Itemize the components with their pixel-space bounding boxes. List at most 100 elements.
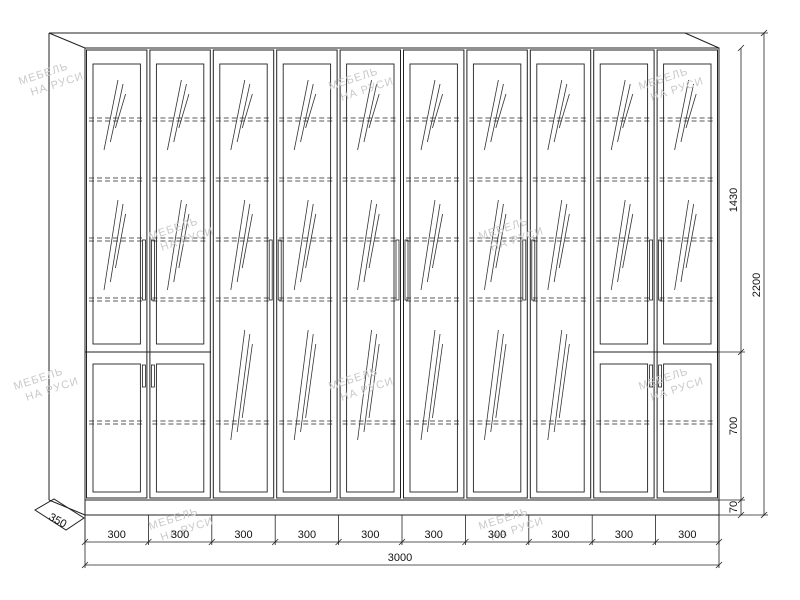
glass-reflection xyxy=(685,93,697,129)
plinth-height-label: 70 xyxy=(728,501,740,513)
lower-height-label: 700 xyxy=(728,417,740,435)
glass-reflection xyxy=(300,333,314,433)
glass-reflection xyxy=(103,79,119,151)
glass-reflection xyxy=(553,83,568,143)
glass-reflection xyxy=(305,213,317,269)
door-width-label: 300 xyxy=(425,529,443,541)
glass-reflection xyxy=(363,333,378,433)
cabinet-side xyxy=(48,32,720,516)
door-handle xyxy=(522,239,527,301)
total-width-label: 3000 xyxy=(388,552,412,564)
dimension-tick xyxy=(335,538,342,546)
glass-reflection xyxy=(115,213,126,269)
door-handle xyxy=(268,239,273,301)
door-panel xyxy=(593,49,655,499)
glass-reflection xyxy=(426,333,441,433)
glass-reflection xyxy=(680,83,695,143)
glass-reflection xyxy=(495,343,507,419)
glass-reflection xyxy=(553,203,568,283)
door-handle xyxy=(658,239,662,301)
door-handle xyxy=(531,239,536,301)
door-panel xyxy=(403,49,465,499)
dimension-tick xyxy=(525,538,533,546)
glass-panel xyxy=(219,63,268,493)
glass-reflection xyxy=(293,199,309,291)
watermark: МЕБЕЛЬ НА РУСИ МЕБЕЛЬ НА РУСИ МЕБЕЛЬ НА … xyxy=(12,61,705,544)
lower-door-panel xyxy=(92,363,141,493)
glass-reflection xyxy=(617,83,631,143)
glass-reflection xyxy=(241,213,253,269)
glass-reflection xyxy=(293,329,309,441)
door-handle xyxy=(649,364,653,388)
glass-reflection xyxy=(368,343,380,419)
glass-reflection xyxy=(357,329,372,441)
door-handle xyxy=(150,364,155,388)
glass-reflection xyxy=(558,343,570,419)
glass-reflection xyxy=(167,199,182,291)
door-panel xyxy=(339,49,402,499)
glass-reflection xyxy=(558,213,570,269)
doors xyxy=(86,49,718,499)
glass-reflection xyxy=(230,79,246,151)
dimension-tick xyxy=(81,561,89,569)
door-width-label: 300 xyxy=(551,529,569,541)
glass-reflection xyxy=(368,93,380,129)
glass-reflection xyxy=(368,213,380,269)
glass-reflection xyxy=(490,83,504,143)
glass-reflection xyxy=(236,83,251,143)
dimension-tick xyxy=(652,538,659,546)
glass-reflection xyxy=(300,203,314,283)
dimension-tick xyxy=(462,538,469,546)
door-width-label: 300 xyxy=(615,529,633,541)
glass-reflection xyxy=(685,213,697,269)
glass-reflection xyxy=(484,199,499,291)
glass-reflection xyxy=(426,83,441,143)
glass-reflection xyxy=(547,199,563,291)
door-panel xyxy=(212,49,275,499)
door-panel xyxy=(466,49,528,499)
glass-reflection xyxy=(115,93,126,129)
glass-panel xyxy=(92,63,141,345)
glass-reflection xyxy=(305,343,317,419)
glass-panel xyxy=(599,63,649,345)
dimension-tick xyxy=(715,561,723,569)
glass-reflection xyxy=(109,83,124,143)
glass-reflection xyxy=(420,329,436,441)
door-panel xyxy=(656,49,718,499)
dimension-tick xyxy=(81,538,89,546)
glass-reflection xyxy=(495,93,507,129)
dimension-tick xyxy=(271,538,279,546)
door-width-label: 300 xyxy=(678,529,696,541)
glass-reflection xyxy=(241,343,253,419)
glass-reflection xyxy=(305,93,317,129)
glass-reflection xyxy=(484,79,499,151)
total-height-label: 2200 xyxy=(751,273,763,297)
dimension-tick xyxy=(208,538,216,546)
lower-door-panel xyxy=(155,363,205,493)
glass-reflection xyxy=(230,199,246,291)
door-width-label: 300 xyxy=(361,529,379,541)
glass-reflection xyxy=(300,83,314,143)
glass-reflection xyxy=(674,199,689,291)
glass-reflection xyxy=(432,213,443,269)
door-handle xyxy=(277,239,282,301)
glass-reflection xyxy=(178,213,190,269)
glass-panel xyxy=(155,63,205,345)
glass-reflection xyxy=(167,79,182,151)
glass-reflection xyxy=(173,83,187,143)
glass-reflection xyxy=(426,203,441,283)
lower-door-panel xyxy=(599,363,649,493)
glass-panel xyxy=(346,63,395,493)
glass-reflection xyxy=(230,329,246,441)
glass-reflection xyxy=(109,203,124,283)
door-handle xyxy=(395,239,400,301)
glass-reflection xyxy=(363,83,378,143)
glass-reflection xyxy=(547,329,563,441)
dimension-tick xyxy=(715,538,723,546)
door-width-label: 300 xyxy=(298,529,316,541)
glass-reflection xyxy=(490,203,504,283)
bottom-dimensions xyxy=(81,515,723,568)
door-handle xyxy=(141,364,146,388)
glass-reflection xyxy=(495,213,507,269)
glass-panel xyxy=(663,63,712,345)
